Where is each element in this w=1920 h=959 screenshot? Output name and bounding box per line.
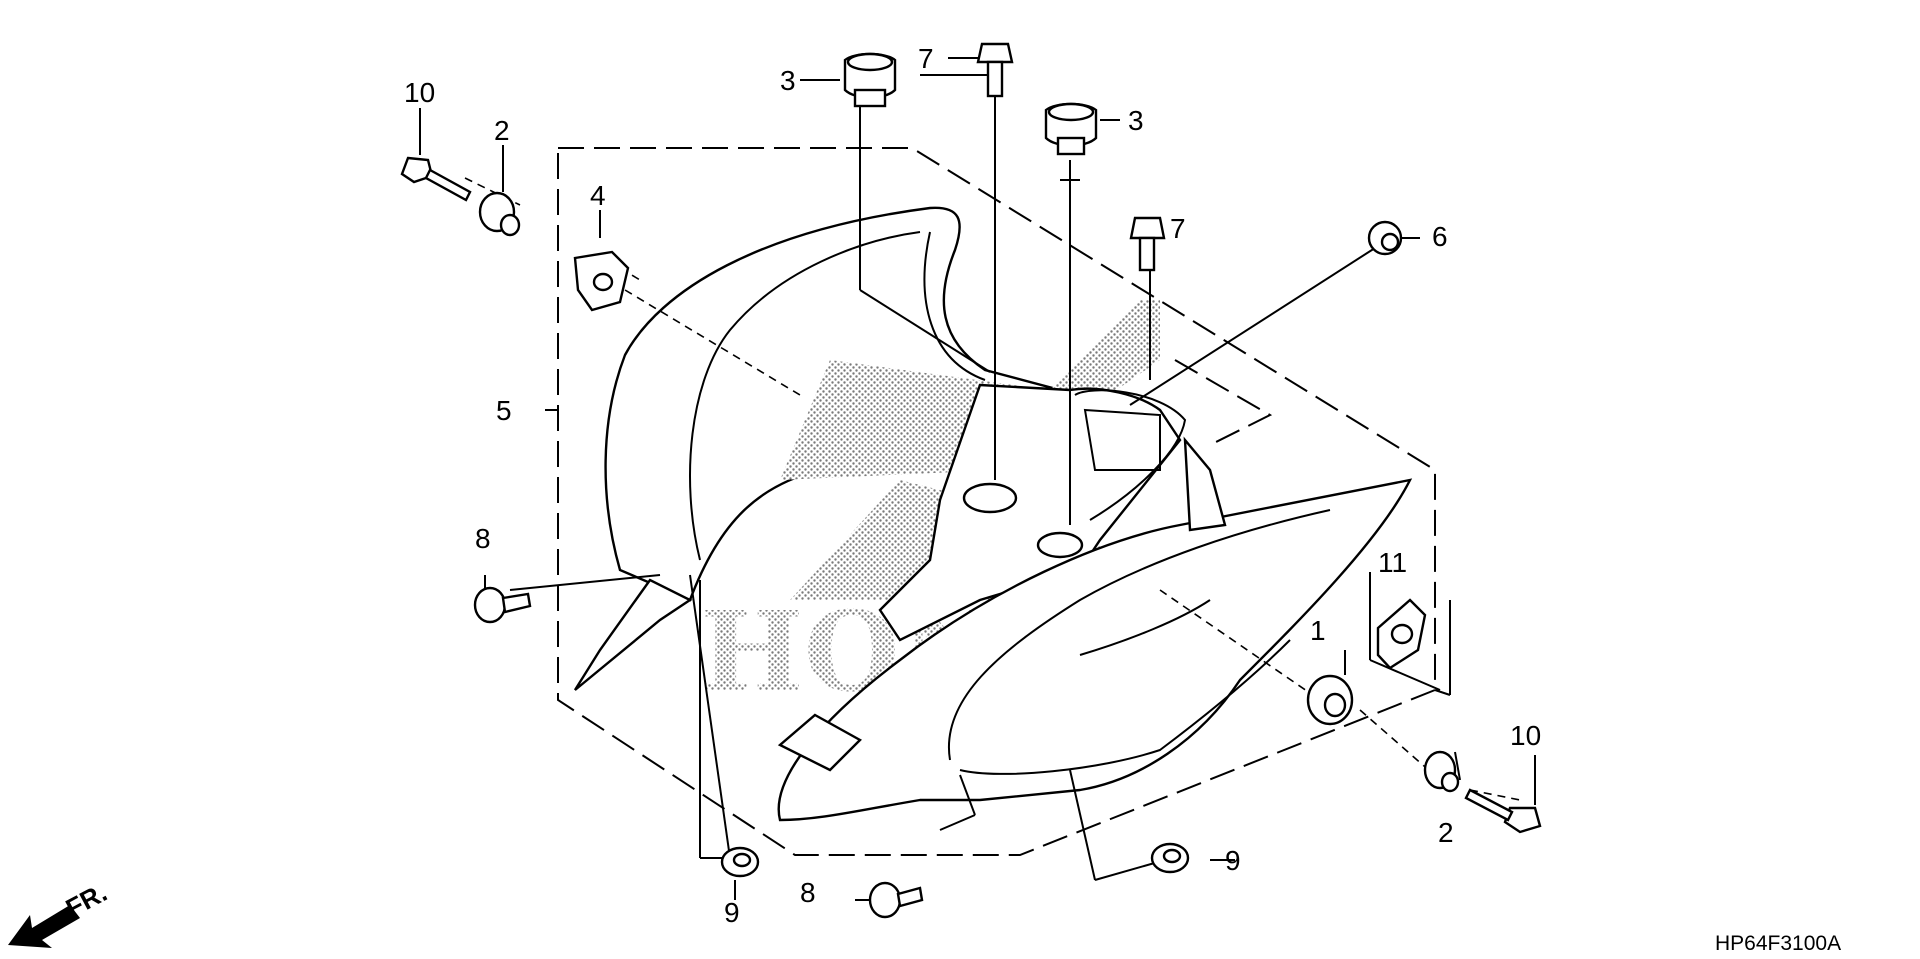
callout-1: 1 [1310,615,1326,646]
part-2-collar-right[interactable] [1423,750,1460,793]
part-11-grommet[interactable] [1376,598,1427,670]
callout-7-top: 7 [918,43,934,74]
callout-7-mid: 7 [1170,213,1186,244]
part-10-bolt-left[interactable] [400,156,472,202]
callout-8-left: 8 [475,523,491,554]
callout-9-left: 9 [724,897,740,928]
callout-labels: 10 2 4 3 7 3 7 6 5 8 11 1 10 2 9 8 9 [404,43,1541,928]
callout-11: 11 [1378,547,1407,578]
part-3-nut-right[interactable] [1044,102,1098,156]
front-direction-arrow: FR. [8,877,112,948]
callout-10-left: 10 [404,77,435,108]
leader-lines [419,57,1536,901]
part-9-nut-right[interactable] [1150,842,1190,874]
callout-8-bottom: 8 [800,877,816,908]
callout-2-top: 2 [494,115,510,146]
rear-fender [573,206,1413,822]
callout-3-right: 3 [1128,105,1144,136]
part-6-grommet[interactable] [1367,220,1403,256]
part-7-bolt-top[interactable] [976,42,1014,98]
callout-10-right: 10 [1510,720,1541,751]
part-4-grommet[interactable] [573,250,630,312]
callout-2-bottom: 2 [1438,817,1454,848]
part-8-screw-bottom[interactable] [868,881,924,919]
part-1-grommet[interactable] [1306,674,1354,726]
part-9-nut-left[interactable] [720,846,760,878]
part-2-collar-left[interactable] [478,191,521,237]
callout-9-right: 9 [1225,845,1241,876]
callout-6: 6 [1432,221,1448,252]
part-8-screw-left[interactable] [473,586,532,624]
part-10-bolt-right[interactable] [1464,788,1542,834]
part-3-nut-left[interactable] [843,52,897,108]
sub-assembly-boundary [1174,359,1273,446]
part-7-bolt-mid[interactable] [1129,216,1166,272]
diagram-code: HP64F3100A [1715,932,1841,955]
callout-5: 5 [496,395,512,426]
assembly-boundary [557,147,1436,856]
callout-4: 4 [590,180,606,211]
callout-3-left: 3 [780,65,796,96]
